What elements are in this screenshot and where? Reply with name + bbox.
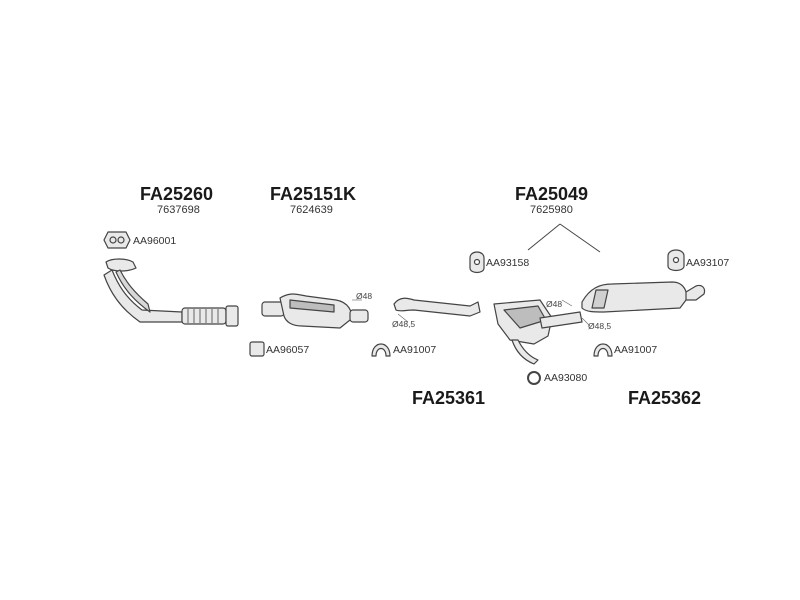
dimension-right: Ø48,5 — [588, 321, 612, 331]
accessory-hanger-mid[interactable]: AA93158 — [486, 257, 530, 269]
ring-drawing — [527, 371, 541, 385]
oem-number-rear-assembly: 7625980 — [530, 204, 573, 216]
connector-line-left — [527, 223, 561, 251]
dimension-mid: Ø48 — [546, 299, 563, 309]
accessory-hanger-rear[interactable]: AA93107 — [686, 257, 730, 269]
clamp-left-drawing — [371, 343, 391, 357]
rear-silencer-drawing — [581, 281, 706, 313]
accessory-clamp-left[interactable]: AA91007 — [393, 344, 437, 356]
hanger-mid-drawing — [469, 251, 485, 274]
part-code-front-pipe[interactable]: FA25260 — [140, 184, 214, 204]
part-code-rear-assembly[interactable]: FA25049 — [515, 184, 589, 204]
gasket-front-drawing — [103, 231, 131, 249]
catalyst-drawing — [261, 293, 369, 329]
gasket-cat-drawing — [249, 341, 265, 357]
dim-leader-right — [581, 317, 591, 327]
part-code-catalyst[interactable]: FA25151K — [270, 184, 357, 204]
accessory-clamp-right[interactable]: AA91007 — [614, 344, 658, 356]
dim-leader-mid — [561, 299, 573, 307]
hanger-rear-drawing — [667, 249, 685, 272]
oem-number-catalyst: 7624639 — [290, 204, 333, 216]
front-pipe-drawing — [103, 258, 239, 327]
dimension-cat: Ø48 — [356, 291, 373, 301]
accessory-gasket-front[interactable]: AA96001 — [133, 235, 177, 247]
connector-line-right — [559, 223, 601, 253]
dim-leader-left — [397, 313, 409, 323]
oem-number-front-pipe: 7637698 — [157, 204, 200, 216]
accessory-ring[interactable]: AA93080 — [544, 372, 588, 384]
middle-pipe-drawing — [393, 297, 583, 365]
part-code-middle-pipe[interactable]: FA25361 — [412, 388, 486, 408]
clamp-right-drawing — [593, 343, 613, 357]
accessory-gasket-cat[interactable]: AA96057 — [266, 344, 310, 356]
dimension-left: Ø48,5 — [392, 319, 416, 329]
part-code-rear-silencer[interactable]: FA25362 — [628, 388, 702, 408]
